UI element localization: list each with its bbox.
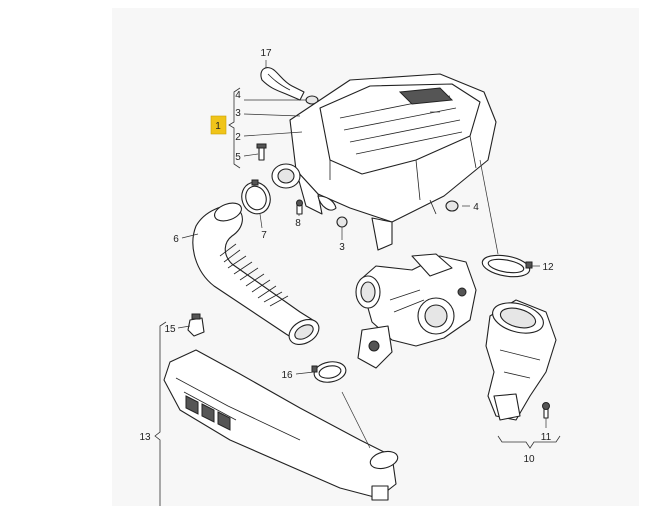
callout-4-right[interactable]: 4	[473, 202, 479, 213]
callout-10[interactable]: 10	[523, 454, 535, 465]
leader-lines	[177, 60, 547, 449]
part-7-clamp[interactable]	[237, 178, 274, 218]
part-4-grommet-right[interactable]	[445, 200, 459, 212]
part-15-sensor[interactable]	[187, 313, 205, 337]
part-11-bolt[interactable]	[542, 402, 550, 419]
bracket-13	[154, 321, 167, 506]
part-6-intake-hose[interactable]	[192, 200, 323, 350]
callout-17[interactable]: 17	[260, 48, 272, 59]
callout-5[interactable]: 5	[235, 152, 241, 163]
callout-6[interactable]: 6	[173, 234, 179, 245]
callout-1[interactable]: 1	[215, 121, 221, 132]
callout-13[interactable]: 13	[139, 432, 151, 443]
part-12-clamp[interactable]	[481, 252, 533, 280]
part-16-clamp[interactable]	[311, 359, 347, 384]
part-13-air-duct[interactable]	[163, 349, 400, 501]
callout-16[interactable]: 16	[281, 370, 293, 381]
bracket-1	[228, 87, 241, 169]
callout-8[interactable]: 8	[295, 218, 301, 229]
part-17-hose[interactable]	[260, 67, 305, 101]
callout-15[interactable]: 15	[164, 324, 176, 335]
part-5-screw[interactable]	[256, 143, 267, 161]
callout-1-highlight	[210, 115, 227, 135]
callout-2[interactable]: 2	[235, 132, 241, 143]
callout-12[interactable]: 12	[542, 262, 554, 273]
bracket-10	[497, 435, 561, 449]
part-8-bolt[interactable]	[296, 199, 303, 215]
callout-3-top[interactable]: 3	[235, 108, 241, 119]
callout-3-lower[interactable]: 3	[339, 242, 345, 253]
callout-11[interactable]: 11	[541, 432, 552, 443]
part-10-connector[interactable]	[485, 298, 557, 421]
air-filter-housing[interactable]	[271, 73, 497, 251]
part-3-grommet[interactable]	[336, 216, 348, 228]
callout-4-top[interactable]: 4	[235, 90, 241, 101]
throttle-body[interactable]	[355, 253, 477, 369]
callout-7[interactable]: 7	[261, 230, 267, 241]
